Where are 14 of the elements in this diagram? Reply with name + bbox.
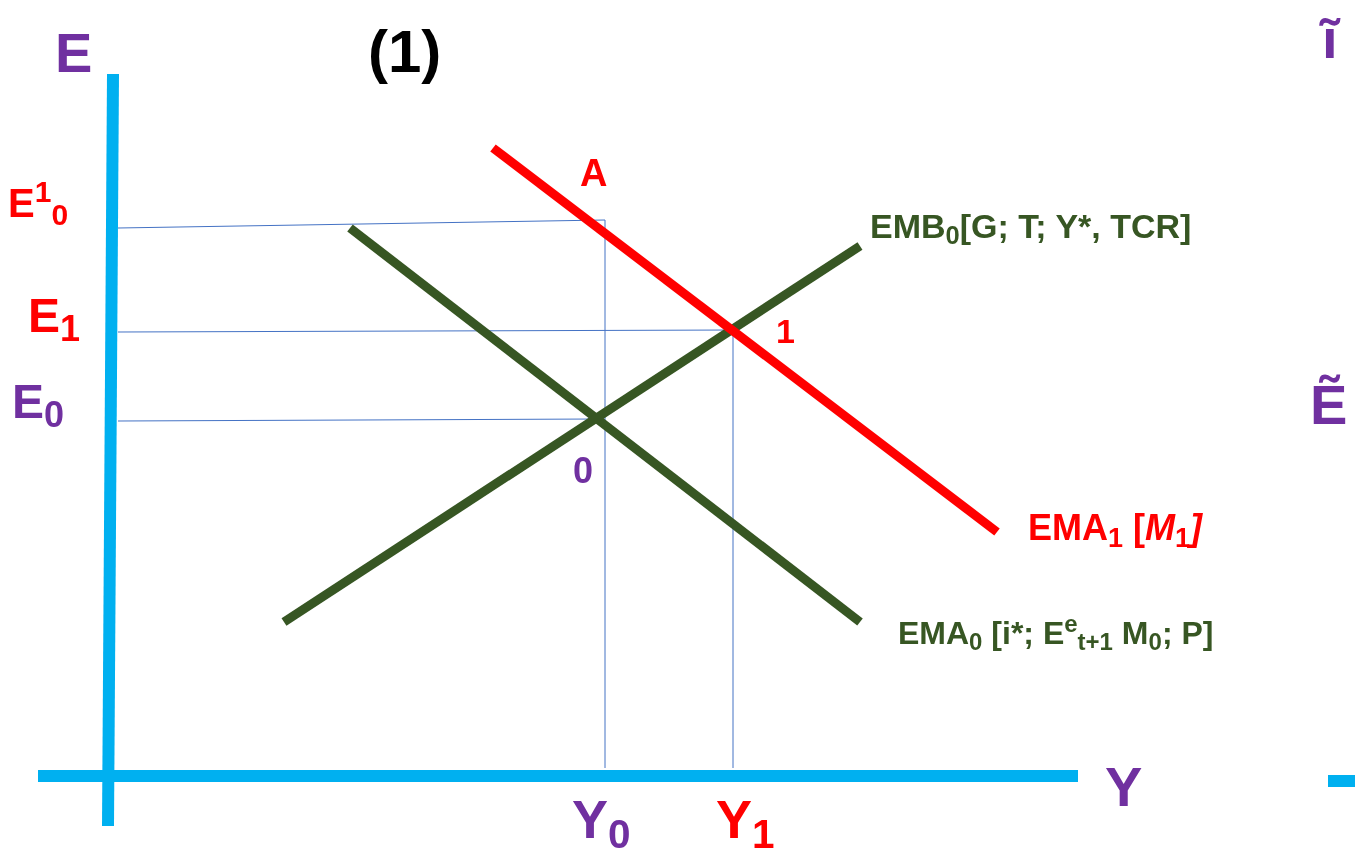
axis-label: Ẽ <box>1310 372 1348 438</box>
curve-label: EMA$_{0}$ [i*; E$^{e}$$_{t+1}$ M$_{0}$; P] <box>898 613 1214 653</box>
point-label: A <box>580 151 608 196</box>
panel-number: (1) <box>368 17 442 87</box>
axis-tick-label: E$_{1}$ <box>28 288 81 346</box>
curve-label: EMA$_{1}$ [M$_{1}$] <box>1028 506 1203 550</box>
axis-label: E <box>55 20 93 86</box>
axis-tick-label: Y$_{1}$ <box>716 788 775 854</box>
axis-tick-label: E$_{0}$ <box>12 374 65 432</box>
axis-tick-label: Y$_{0}$ <box>572 788 631 854</box>
point-label: 0 <box>573 449 594 493</box>
curve-label: EMB$_{0}$[G; T; Y*, TCR] <box>870 206 1192 248</box>
axis-label: Y <box>1105 754 1143 820</box>
point-label: 1 <box>776 311 795 352</box>
